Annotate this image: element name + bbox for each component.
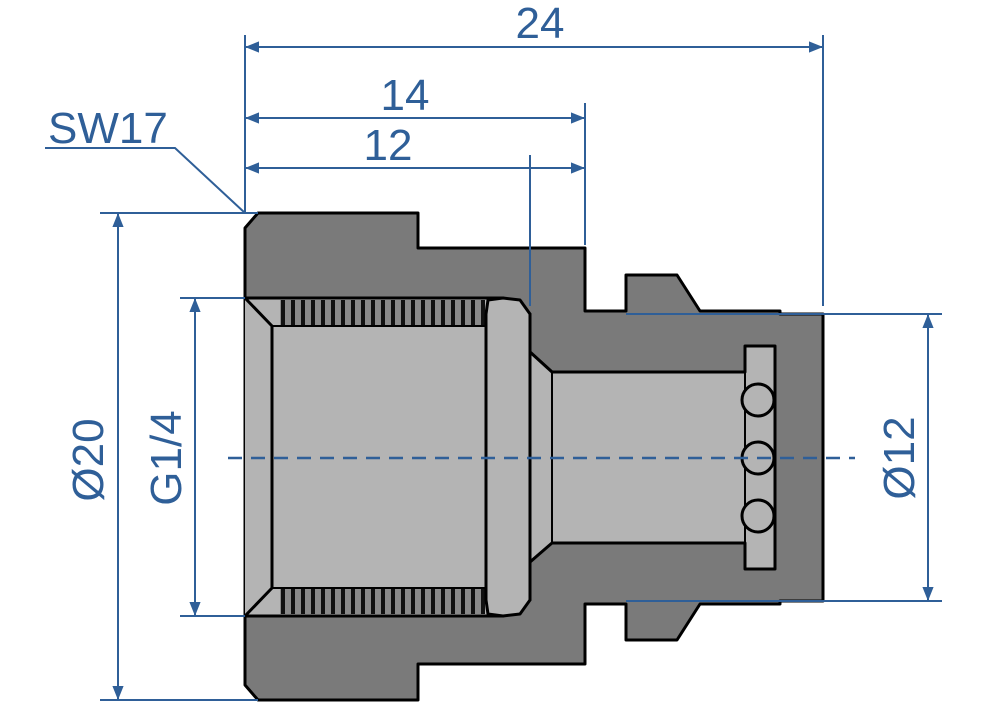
label-thread-depth: 12 xyxy=(364,121,413,170)
dimension-labels: 24 14 12 SW17 Ø20 G1/4 Ø12 xyxy=(48,0,924,506)
label-outer-diameter: Ø20 xyxy=(64,418,113,501)
valve-ball-1 xyxy=(740,382,776,418)
label-overall-length: 24 xyxy=(516,0,565,48)
label-spigot-diameter: Ø12 xyxy=(875,416,924,499)
valve-ball-3 xyxy=(740,498,776,534)
leader-wrench-size xyxy=(45,147,246,214)
dimensions xyxy=(45,35,942,701)
thread-upper xyxy=(280,300,485,326)
label-wrench-size: SW17 xyxy=(48,104,168,153)
label-body-length: 14 xyxy=(381,71,430,120)
thread-lower xyxy=(280,588,485,614)
label-thread-size: G1/4 xyxy=(142,410,191,505)
